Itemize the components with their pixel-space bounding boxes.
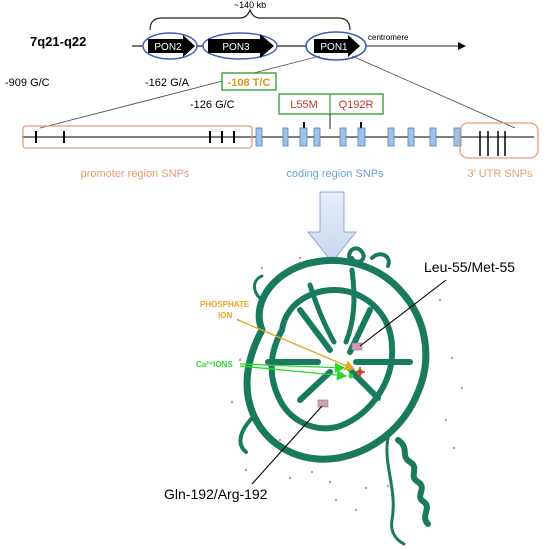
leu55-label: Leu-55/Met-55 xyxy=(424,259,515,275)
centromere-label: centromere xyxy=(368,33,409,42)
exon-8 xyxy=(407,127,415,147)
calcium-ions-label: Ca²⁺IONS xyxy=(196,360,233,369)
phosphate-ion-marker xyxy=(355,367,365,377)
gene-pon1: PON1 xyxy=(305,31,367,61)
phosphate-ion-label-line1: PHOSPHATE xyxy=(200,300,250,309)
leu55-site-marker xyxy=(351,342,363,351)
calcium-ion-arrow-2 xyxy=(239,365,348,381)
snp-909-label: -909 G/C xyxy=(5,77,50,89)
chromosome-band-label: 7q21-q22 xyxy=(30,34,86,49)
protein-structure xyxy=(238,246,431,546)
snp-l55m-label: L55M xyxy=(290,99,318,111)
water-molecules xyxy=(230,256,464,512)
exon-7 xyxy=(387,127,395,147)
promoter-region-label: promoter region SNPs xyxy=(81,168,190,180)
gln192-pointer xyxy=(251,405,323,485)
gene-pon2: PON2 xyxy=(142,32,198,60)
exon-3 xyxy=(299,127,308,147)
promoter-region-box xyxy=(22,125,253,149)
down-arrow xyxy=(306,191,358,263)
calcium-ion-arrow-1 xyxy=(239,362,346,373)
calcium-ion-2 xyxy=(348,373,354,379)
span-label: ~140 kb xyxy=(234,0,266,10)
coding-region-label: coding region SNPs xyxy=(286,168,384,180)
exon-9 xyxy=(429,127,437,147)
exon-5 xyxy=(339,127,347,147)
exon-1 xyxy=(255,127,263,147)
exon-10 xyxy=(453,127,462,147)
snp-108-box xyxy=(221,72,277,91)
snp-q192r-label: Q192R xyxy=(339,99,374,111)
phosphate-ion-arrow xyxy=(237,319,356,371)
exons xyxy=(255,127,462,147)
gene-pon1-label: PON1 xyxy=(320,42,348,53)
gln192-label: Gln-192/Arg-192 xyxy=(164,486,268,502)
snp-162-label: -162 G/A xyxy=(145,77,190,89)
zoom-line-left xyxy=(39,55,321,129)
exon-2 xyxy=(282,127,289,147)
utr-region-box xyxy=(459,122,539,159)
snp-126-label: -126 G/C xyxy=(190,99,235,111)
phosphate-ion-label-line2: ION xyxy=(218,311,232,320)
gene-pon2-label: PON2 xyxy=(154,42,182,53)
span-brace xyxy=(149,8,351,31)
promoter-snp-ticks xyxy=(35,131,235,143)
exon-6 xyxy=(357,127,366,147)
coding-snp-box xyxy=(278,93,384,115)
gln192-site-marker xyxy=(317,399,329,408)
zoom-line-right xyxy=(351,55,516,129)
leu55-pointer xyxy=(359,279,447,347)
utr-region-label: 3' UTR SNPs xyxy=(467,168,533,180)
snp-108-label: -108 T/C xyxy=(228,77,271,89)
utr-snp-ticks xyxy=(479,131,506,156)
exon-4 xyxy=(313,127,321,147)
gene-pon3-label: PON3 xyxy=(222,42,250,53)
gene-pon3: PON3 xyxy=(202,32,278,60)
